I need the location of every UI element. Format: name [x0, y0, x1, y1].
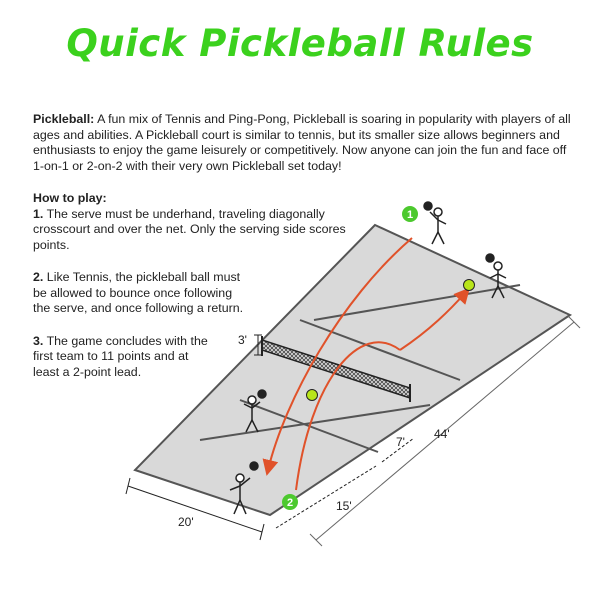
- center-line-far: [313, 284, 521, 321]
- player-far-2: [485, 253, 507, 299]
- player-far-1: [423, 201, 447, 245]
- dim-length-label: 44': [434, 427, 450, 441]
- badge-2: 2: [282, 494, 298, 510]
- badge-1: 1: [402, 206, 418, 222]
- rule-1-number: 1.: [33, 206, 44, 221]
- return-path: [295, 341, 401, 491]
- rule-2-text: Like Tennis, the pickleball ball must be…: [33, 270, 244, 315]
- dim-net-height: [254, 334, 262, 356]
- ball-far-court: [463, 279, 475, 291]
- dim-width: [125, 477, 265, 541]
- rule-2-number: 2.: [33, 270, 44, 284]
- dim-net-height-label: 3': [238, 333, 247, 347]
- dim-service-label: 15': [336, 499, 352, 513]
- kitchen-line-far: [299, 319, 461, 381]
- dim-width-label: 20': [178, 515, 194, 529]
- player-near-2: [229, 461, 259, 515]
- rule-2: 2. Like Tennis, the pickleball ball must…: [33, 270, 248, 317]
- rule-1: 1. The serve must be underhand, travelin…: [33, 207, 363, 254]
- rule-3: 3. The game concludes with the first tea…: [33, 334, 208, 381]
- how-to-play: How to play: 1. The serve must be underh…: [33, 191, 363, 380]
- dim-kitchen-label: 7': [396, 435, 405, 449]
- ball-near-net: [306, 389, 318, 401]
- intro-label: Pickleball:: [33, 112, 95, 126]
- intro-paragraph: Pickleball: A fun mix of Tennis and Ping…: [33, 112, 573, 174]
- badge-2-label: 2: [287, 497, 293, 509]
- intro-text: A fun mix of Tennis and Ping-Pong, Pickl…: [33, 112, 571, 173]
- dim-kitchen: [381, 437, 415, 463]
- rule-3-number: 3.: [33, 333, 44, 348]
- page-title: Quick Pickleball Rules: [66, 22, 534, 65]
- return-path-2: [399, 287, 470, 351]
- rule-1-text: The serve must be underhand, traveling d…: [33, 206, 346, 252]
- player-near-1: [243, 389, 267, 433]
- badge-1-label: 1: [407, 209, 413, 221]
- center-line-near: [199, 404, 431, 441]
- how-to-play-heading: How to play:: [33, 191, 107, 205]
- serve-path: [262, 237, 413, 476]
- dim-length: [309, 315, 581, 547]
- rule-3-text: The game concludes with the first team t…: [33, 333, 208, 379]
